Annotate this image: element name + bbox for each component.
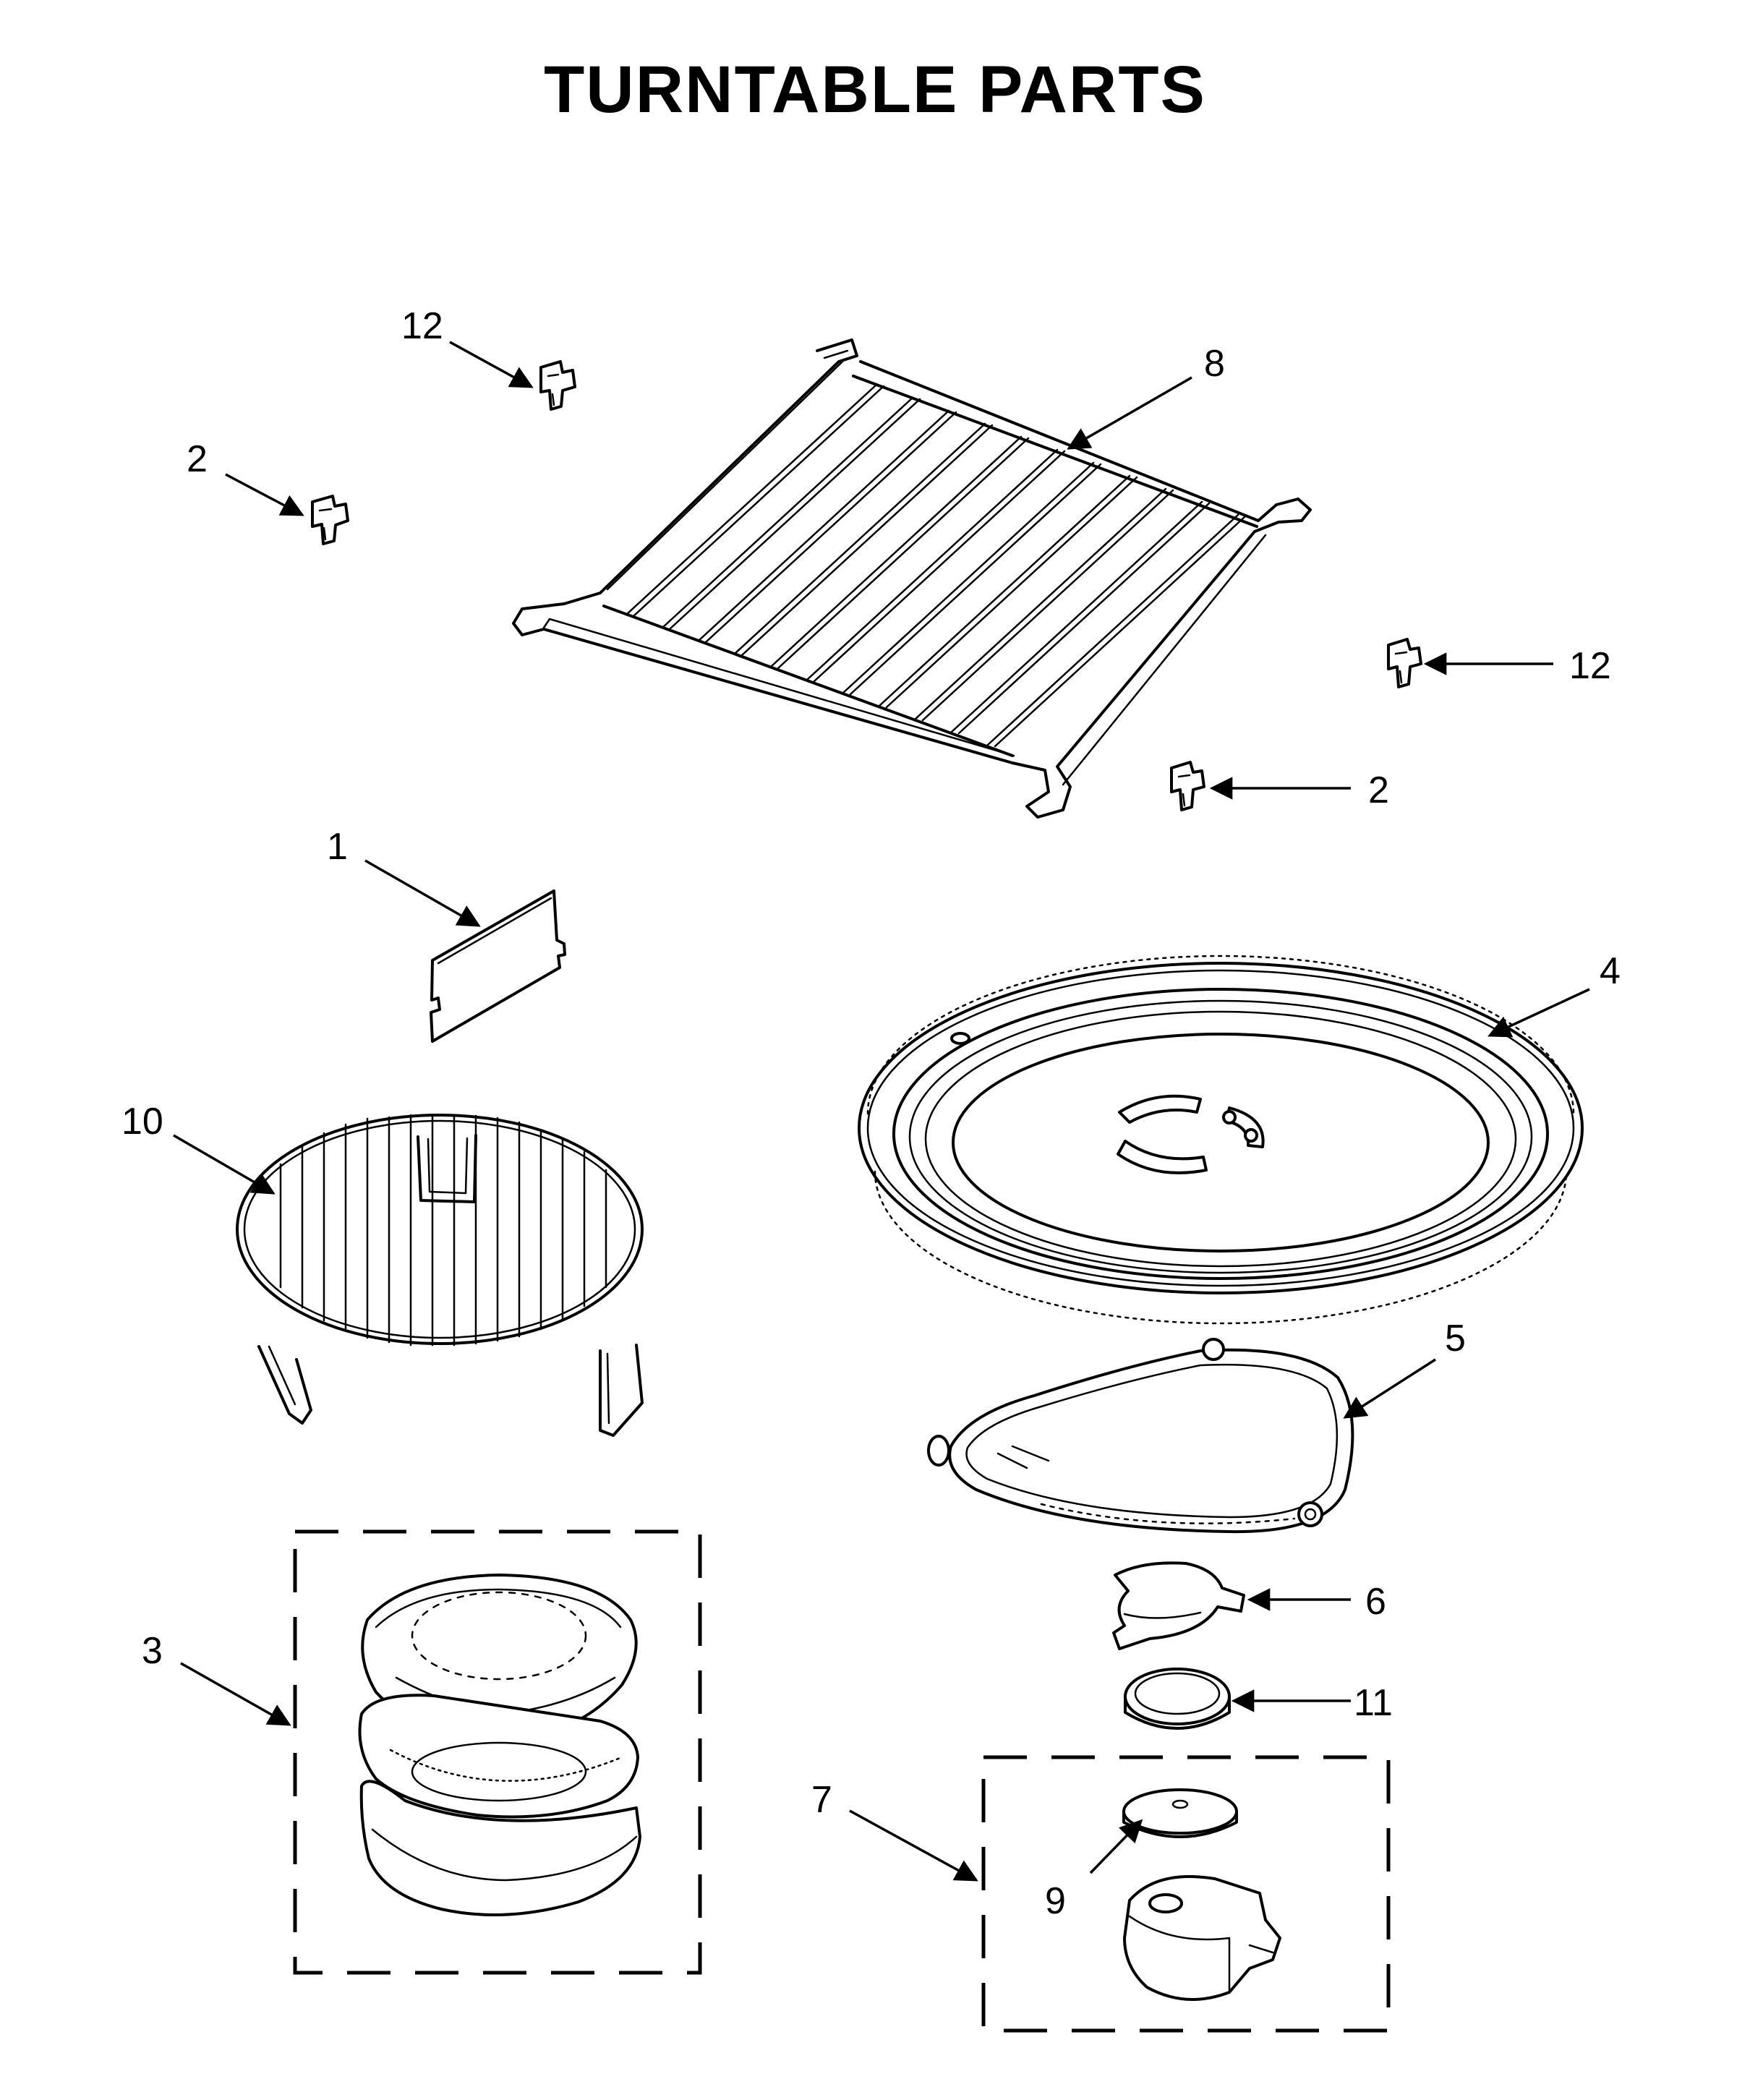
- callout-7: 7: [811, 1779, 832, 1821]
- part-6-coupler: [1112, 1561, 1245, 1650]
- part-12-clip-right: [1387, 638, 1422, 688]
- part-11-bushing: [1124, 1668, 1231, 1730]
- leader-8: [1067, 376, 1192, 450]
- leader-7: [849, 1809, 978, 1882]
- part-5-roller-guide: [927, 1338, 1354, 1534]
- part-7-turntable-motor: [1123, 1875, 1281, 2001]
- leader-3: [180, 1662, 291, 1726]
- callout-12-right: 12: [1569, 645, 1611, 687]
- part-3-steamer: [358, 1574, 641, 1916]
- callout-2-left: 2: [187, 438, 208, 480]
- callout-10: 10: [121, 1101, 163, 1143]
- diagram-title: TURNTABLE PARTS: [544, 53, 1206, 127]
- leader-10: [173, 1134, 276, 1195]
- callout-2-right: 2: [1368, 769, 1389, 811]
- part-1-waveguide-cover: [430, 889, 566, 1043]
- part-4-turntable-tray: [858, 955, 1584, 1325]
- callout-12-top: 12: [401, 305, 443, 347]
- part-10-round-rack: [236, 1114, 644, 1437]
- callout-8: 8: [1204, 343, 1225, 385]
- callout-9: 9: [1045, 1880, 1066, 1922]
- callout-11: 11: [1354, 1682, 1393, 1724]
- callout-5: 5: [1445, 1318, 1466, 1360]
- leader-1: [364, 859, 481, 927]
- callout-3: 3: [142, 1630, 163, 1672]
- part-3-group-box: [293, 1529, 702, 1975]
- leader-2-left: [225, 473, 304, 516]
- leader-12-top: [449, 341, 534, 388]
- leader-5: [1343, 1358, 1436, 1419]
- part-8-wire-shelf: [512, 338, 1312, 819]
- callout-4: 4: [1600, 950, 1621, 992]
- part-9-cover-plate: [1122, 1788, 1238, 1838]
- callout-6: 6: [1365, 1581, 1386, 1623]
- part-2-clip-left: [311, 495, 349, 545]
- part-12-clip-top: [539, 360, 576, 411]
- part-2-clip-right: [1170, 761, 1205, 811]
- callout-1: 1: [327, 826, 348, 868]
- leader-9: [1089, 1819, 1143, 1874]
- leader-4: [1488, 988, 1590, 1038]
